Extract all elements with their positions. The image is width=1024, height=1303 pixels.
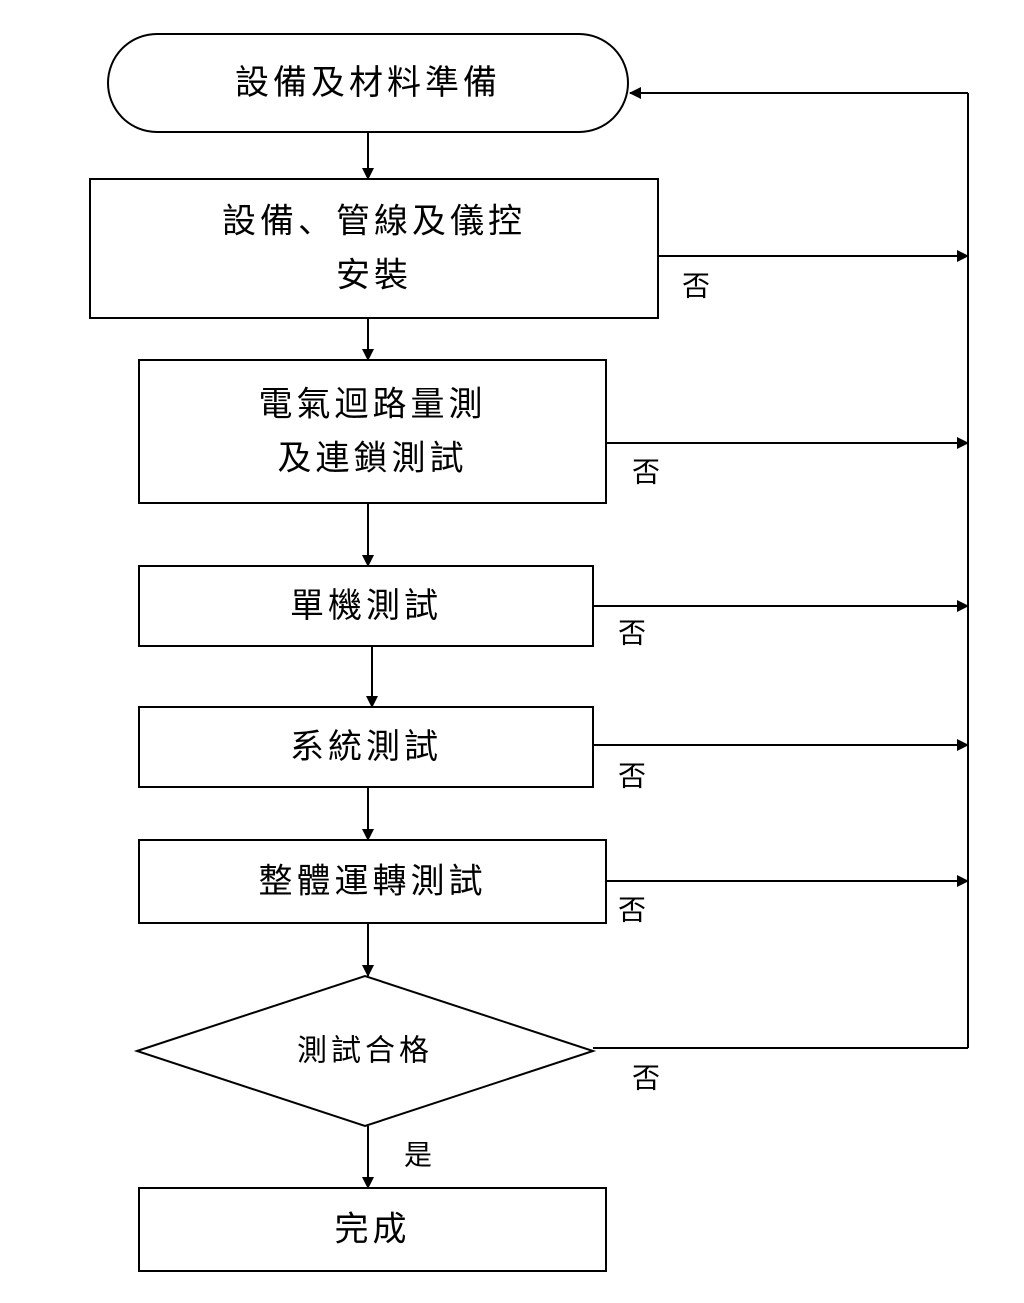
node-label: 系統測試 (290, 727, 442, 767)
node-label: 整體運轉測試 (259, 862, 487, 902)
edge-label-no: 否 (632, 456, 660, 489)
node-label: 安裝 (336, 256, 412, 296)
nodes-layer: 設備及材料準備設備、管線及儀控安裝電氣迴路量測及連鎖測試單機測試系統測試整體運轉… (89, 33, 659, 1272)
process-shape (138, 359, 607, 504)
decision-shape (133, 974, 597, 1128)
process-shape (138, 1187, 607, 1272)
process-shape (138, 565, 594, 647)
node-label: 單機測試 (290, 586, 442, 626)
node-overall: 整體運轉測試 (138, 839, 607, 924)
node-label: 測試合格 (297, 1034, 433, 1069)
node-single: 單機測試 (138, 565, 594, 647)
node-done: 完成 (138, 1187, 607, 1272)
node-decision: 測試合格 (133, 974, 597, 1128)
node-label: 電氣迴路量測 (259, 385, 487, 425)
edge-label-no: 否 (632, 1062, 660, 1095)
node-label: 完成 (335, 1210, 411, 1250)
process-shape (138, 839, 607, 924)
node-label: 及連鎖測試 (278, 439, 468, 479)
edges-layer (362, 87, 969, 1189)
process-shape (89, 178, 659, 319)
node-label: 設備、管線及儀控 (222, 202, 526, 242)
edge-label-no: 否 (618, 894, 646, 927)
edge-label-yes: 是 (404, 1139, 432, 1172)
node-label: 設備及材料準備 (235, 63, 501, 103)
terminator-shape (107, 33, 629, 133)
process-shape (138, 706, 594, 788)
edge-label-no: 否 (682, 270, 710, 303)
edge-label-no: 否 (618, 760, 646, 793)
edge-label-no: 否 (618, 617, 646, 650)
node-system: 系統測試 (138, 706, 594, 788)
node-start: 設備及材料準備 (107, 33, 629, 133)
